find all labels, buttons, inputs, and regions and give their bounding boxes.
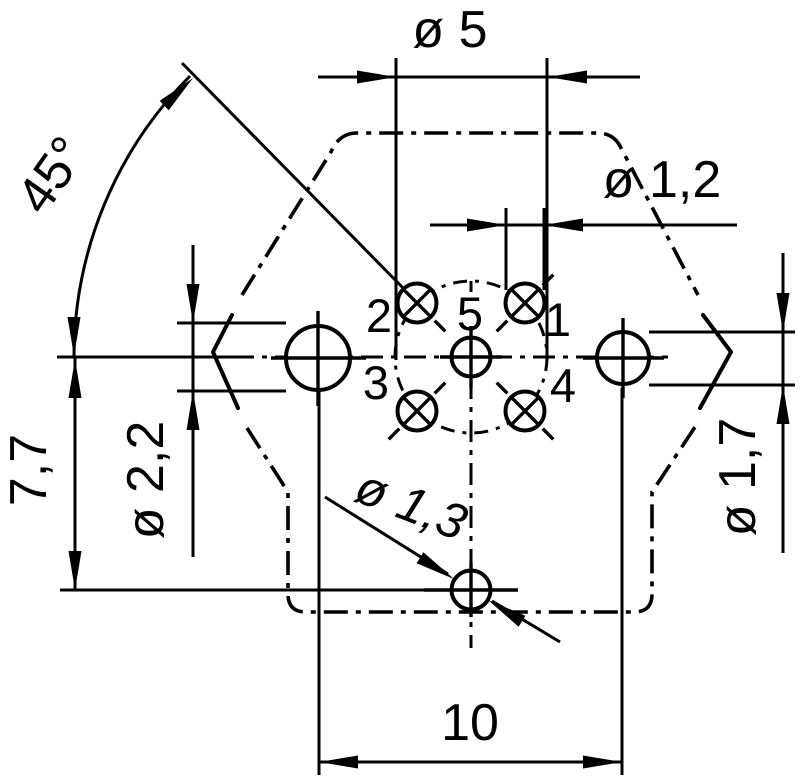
pin-label-3: 3 <box>363 356 389 409</box>
angle-reference-line <box>180 61 409 294</box>
pin-label-5: 5 <box>457 287 483 340</box>
label-contact-angle: 45° <box>6 126 99 224</box>
pin-label-1: 1 <box>545 293 571 346</box>
label-bottom-contact-offset: 7,7 <box>0 434 58 506</box>
left-ear-tip <box>211 313 240 410</box>
label-left-hole-diameter: ø 2,2 <box>117 421 175 540</box>
pin-label-2: 2 <box>366 289 392 342</box>
label-contact-diameter: ø 1,2 <box>603 151 722 209</box>
label-bottom-contact-diameter: ø 1,3 <box>348 458 475 551</box>
angle-arc <box>72 74 192 358</box>
hex-body-top <box>240 131 700 296</box>
holes-and-contacts <box>271 281 664 617</box>
flange-ears <box>177 313 733 410</box>
label-right-hole-diameter: ø 1,7 <box>709 418 767 537</box>
pin-number-labels: 1 2 3 4 5 <box>363 287 576 412</box>
pin-label-4: 4 <box>550 359 576 412</box>
dimension-lines <box>60 58 795 775</box>
right-ear-tip <box>698 313 733 410</box>
label-bolt-circle-diameter: ø 5 <box>412 1 487 59</box>
label-hole-spacing: 10 <box>441 694 499 752</box>
